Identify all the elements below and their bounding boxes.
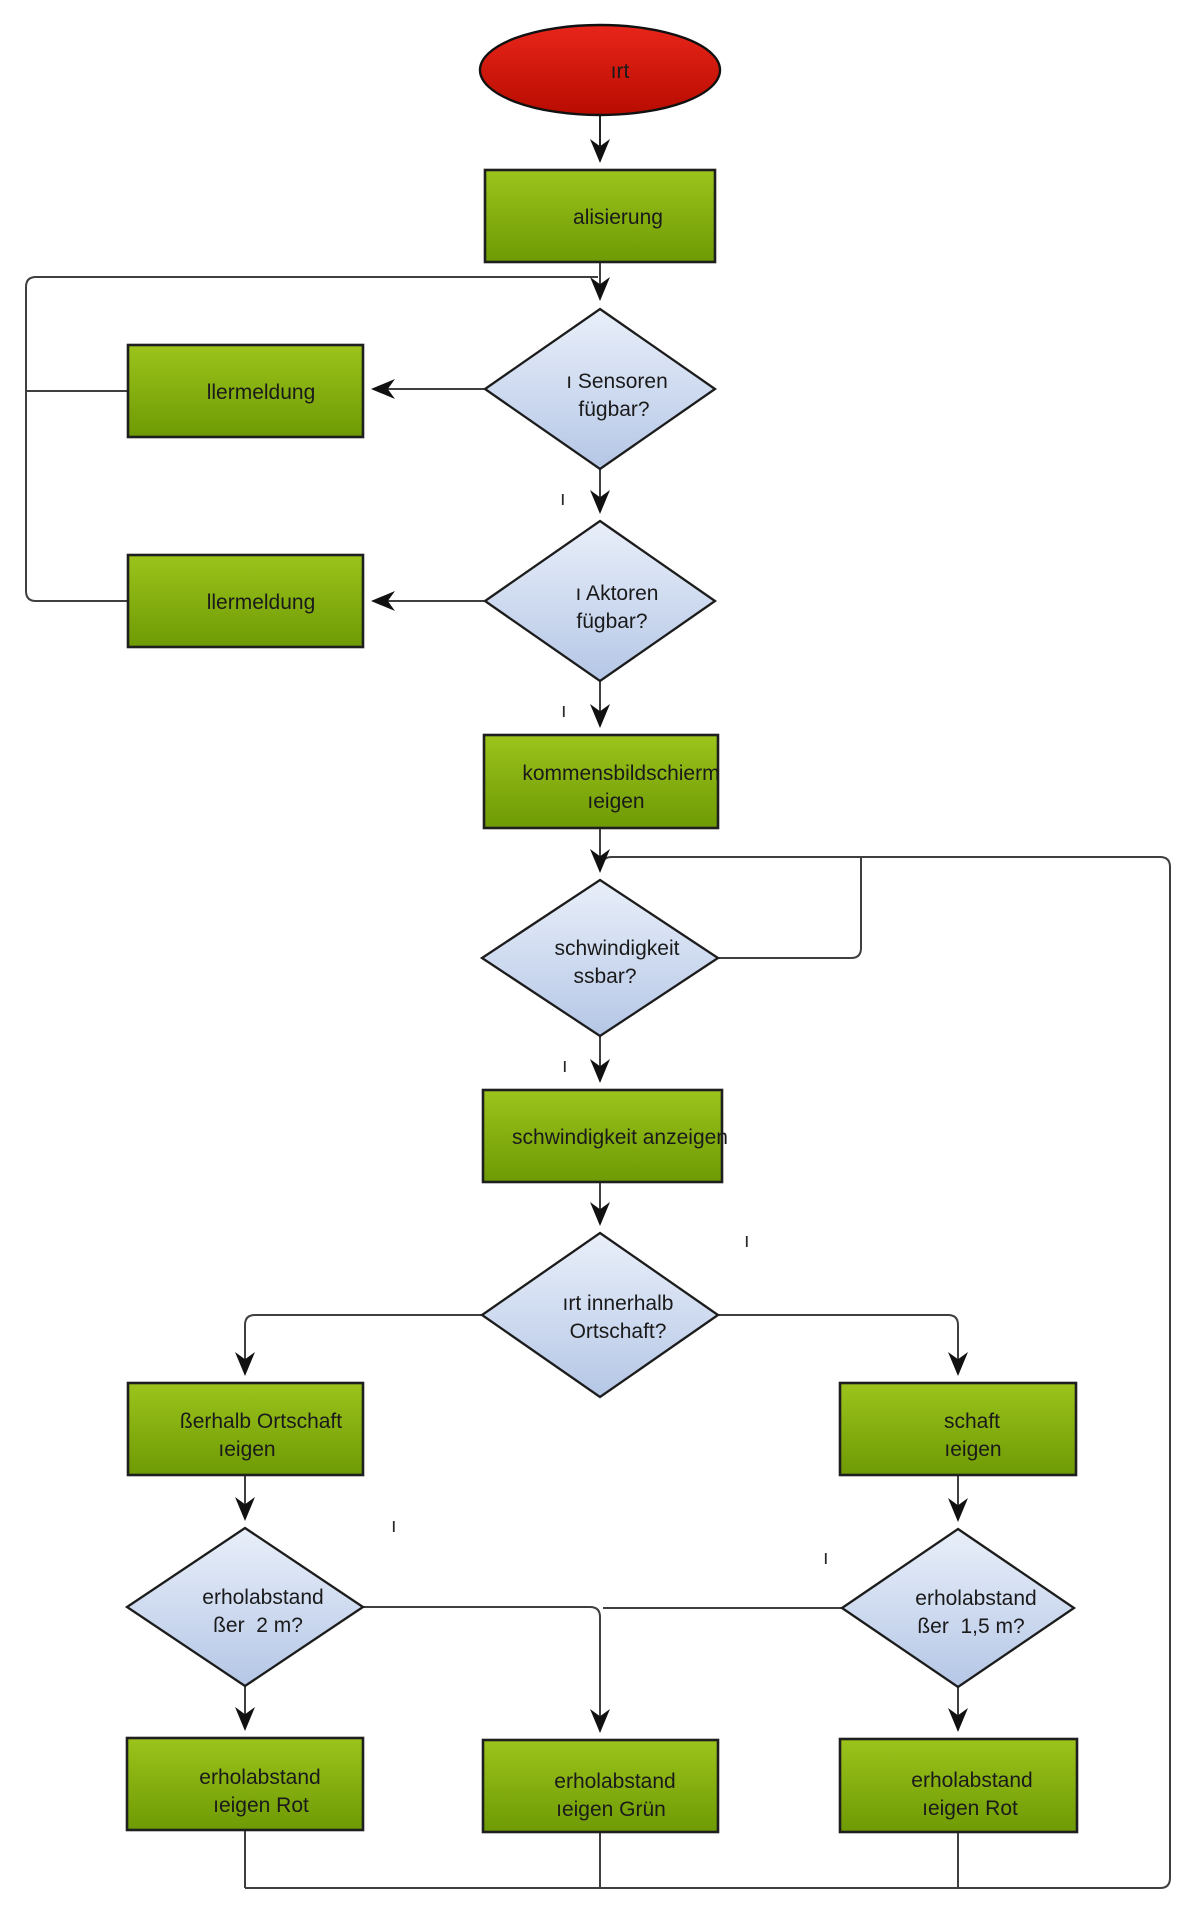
node-welcome-process: kommensbildschierm ıeigen	[482, 733, 720, 830]
connector-lines	[25, 116, 1171, 1889]
start-label: ırt	[611, 60, 630, 83]
edge-label-fragments: ı ı ı ı ı ı	[391, 488, 829, 1569]
node-outside-show-process: ßerhalb Ortschaft ıeigen	[126, 1381, 365, 1477]
show-green-label-line1: erholabstand	[554, 1770, 675, 1793]
actuators-label-line2: fügbar?	[576, 610, 647, 633]
speed-check-label-line2: ssbar?	[573, 965, 636, 988]
edge-label-fragment: ı	[562, 1055, 568, 1077]
edge-bottom-right-rail-loop	[245, 856, 1171, 1889]
location-label-line1: ırt innerhalb	[563, 1292, 674, 1315]
node-show-red-left-process: erholabstand ıeigen Rot	[125, 1736, 365, 1832]
error-actuators-shape	[126, 553, 365, 649]
sensors-label-line2: fügbar?	[578, 398, 649, 421]
edge-location-to-outside	[235, 1314, 482, 1376]
show-green-label-line2: ıeigen Grün	[556, 1798, 666, 1821]
edge-label-fragment: ı	[744, 1230, 750, 1252]
speed-show-label: schwindigkeit anzeigen	[512, 1126, 728, 1149]
edge-label-fragment: ı	[823, 1547, 829, 1569]
error-actuators-label: llermeldung	[207, 591, 316, 614]
node-gap-2m-decision: erholabstand ßer 2 m?	[124, 1526, 366, 1688]
init-label: alisierung	[573, 206, 663, 229]
gap-2m-label-line1: erholabstand	[202, 1586, 323, 1609]
speed-show-shape	[481, 1088, 724, 1184]
edge-speed-retry-loop	[718, 858, 862, 959]
node-start-terminator: ırt	[478, 23, 722, 117]
inside-show-label-line2: ıeigen	[944, 1438, 1001, 1461]
edge-label-fragment: ı	[560, 488, 566, 510]
show-green-shape	[481, 1738, 720, 1834]
gap-15m-label-line2: ßer 1,5 m?	[917, 1615, 1024, 1638]
inside-show-label-line1: schaft	[944, 1410, 1000, 1433]
edge-error-actuators-rail	[25, 276, 598, 602]
location-decision-shape	[479, 1231, 721, 1399]
gap-15m-label-line1: erholabstand	[915, 1587, 1036, 1610]
actuators-decision-shape	[482, 519, 718, 683]
inside-show-shape	[838, 1381, 1078, 1477]
node-show-red-right-process: erholabstand ıeigen Rot	[838, 1737, 1079, 1834]
init-process-shape	[483, 168, 717, 264]
node-error-actuators-process: llermeldung	[126, 553, 365, 649]
outside-show-label-line1: ßerhalb Ortschaft	[180, 1410, 342, 1433]
start-terminator-shape	[478, 23, 722, 117]
node-speed-check-decision: schwindigkeit ssbar?	[479, 878, 721, 1038]
node-gap-15m-decision: erholabstand ßer 1,5 m?	[839, 1527, 1077, 1689]
edge-location-to-inside	[718, 1314, 968, 1376]
sensors-decision-shape	[482, 307, 718, 471]
sensors-label-line1: ı Sensoren	[566, 370, 668, 393]
gap-15m-decision-shape	[839, 1527, 1077, 1689]
show-red-right-label-line1: erholabstand	[911, 1769, 1032, 1792]
location-label-line2: Ortschaft?	[570, 1320, 667, 1343]
welcome-process-shape	[482, 733, 720, 830]
node-location-decision: ırt innerhalb Ortschaft?	[479, 1231, 721, 1399]
outside-show-shape	[126, 1381, 365, 1477]
error-sensors-shape	[126, 343, 365, 439]
gap-2m-decision-shape	[124, 1526, 366, 1688]
node-inside-show-process: schaft ıeigen	[838, 1381, 1078, 1477]
node-show-green-process: erholabstand ıeigen Grün	[481, 1738, 720, 1834]
welcome-label-line1: kommensbildschierm	[522, 762, 719, 785]
speed-check-decision-shape	[479, 878, 721, 1038]
node-speed-show-process: schwindigkeit anzeigen	[481, 1088, 728, 1184]
welcome-label-line2: ıeigen	[587, 790, 644, 813]
node-init-process: alisierung	[483, 168, 717, 264]
show-red-left-label-line2: ıeigen Rot	[213, 1794, 309, 1817]
show-red-right-shape	[838, 1737, 1079, 1834]
show-red-right-label-line2: ıeigen Rot	[922, 1797, 1018, 1820]
edge-label-fragment: ı	[391, 1515, 397, 1537]
speed-check-label-line1: schwindigkeit	[555, 937, 680, 960]
error-sensors-label: llermeldung	[207, 381, 316, 404]
node-actuators-decision: ı Aktoren fügbar?	[482, 519, 718, 683]
edge-label-fragment: ı	[561, 700, 567, 722]
show-red-left-shape	[125, 1736, 365, 1832]
show-red-left-label-line1: erholabstand	[199, 1766, 320, 1789]
node-error-sensors-process: llermeldung	[126, 343, 365, 439]
edge-gap2m-to-green	[363, 1606, 610, 1733]
gap-2m-label-line2: ßer 2 m?	[213, 1614, 303, 1637]
node-sensors-decision: ı Sensoren fügbar?	[482, 307, 718, 471]
outside-show-label-line2: ıeigen	[218, 1438, 275, 1461]
actuators-label-line1: ı Aktoren	[576, 582, 659, 605]
